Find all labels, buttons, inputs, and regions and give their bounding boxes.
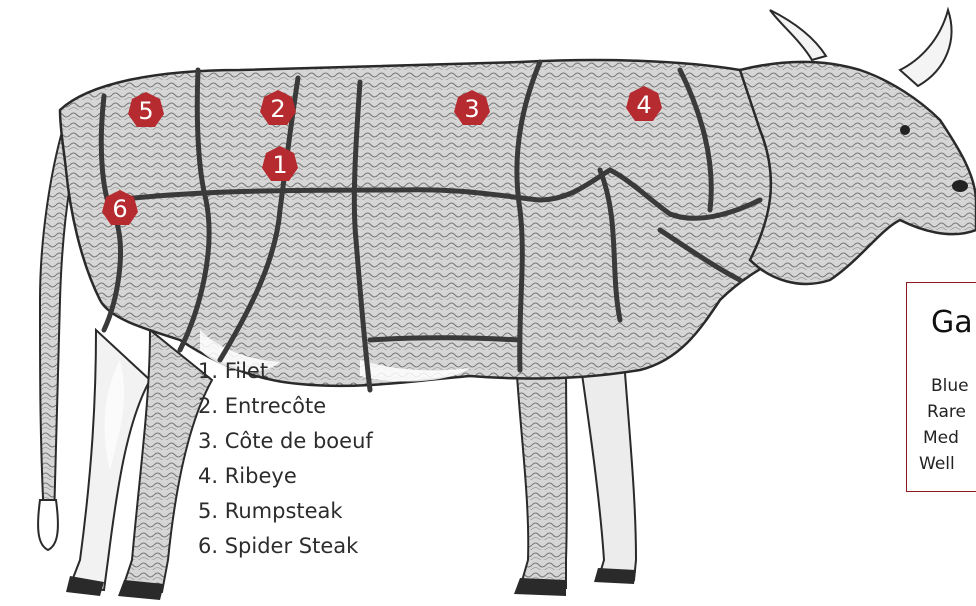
doneness-title: Ga (931, 305, 973, 340)
cut-marker-5[interactable]: 5 (126, 90, 166, 130)
cut-marker-2[interactable]: 2 (258, 88, 298, 128)
doneness-list: Blue Rare Med Well (919, 373, 969, 477)
doneness-item: Blue (919, 373, 969, 399)
horn-right (900, 10, 951, 86)
cut-marker-3[interactable]: 3 (452, 88, 492, 128)
doneness-panel: Ga Blue Rare Med Well (906, 282, 976, 492)
legend-item: 1. Filet (198, 354, 373, 389)
cow-neck (740, 62, 976, 284)
marker-label: 2 (258, 88, 298, 128)
marker-label: 1 (260, 144, 300, 184)
doneness-item: Well (919, 451, 969, 477)
fore-leg-front (516, 360, 567, 588)
cut-marker-6[interactable]: 6 (100, 188, 140, 228)
marker-label: 6 (100, 188, 140, 228)
legend-item: 3. Côte de boeuf (198, 424, 373, 459)
marker-label: 4 (624, 84, 664, 124)
cut-marker-4[interactable]: 4 (624, 84, 664, 124)
horn-left (770, 10, 826, 60)
legend-item: 2. Entrecôte (198, 389, 373, 424)
legend-item: 4. Ribeye (198, 459, 373, 494)
marker-label: 3 (452, 88, 492, 128)
legend-item: 6. Spider Steak (198, 529, 373, 564)
cut-marker-1[interactable]: 1 (260, 144, 300, 184)
doneness-item: Med (919, 425, 969, 451)
fore-leg-back (580, 360, 636, 580)
legend-item: 5. Rumpsteak (198, 494, 373, 529)
cuts-legend: 1. Filet 2. Entrecôte 3. Côte de boeuf 4… (198, 354, 373, 564)
marker-label: 5 (126, 90, 166, 130)
doneness-item: Rare (919, 399, 969, 425)
